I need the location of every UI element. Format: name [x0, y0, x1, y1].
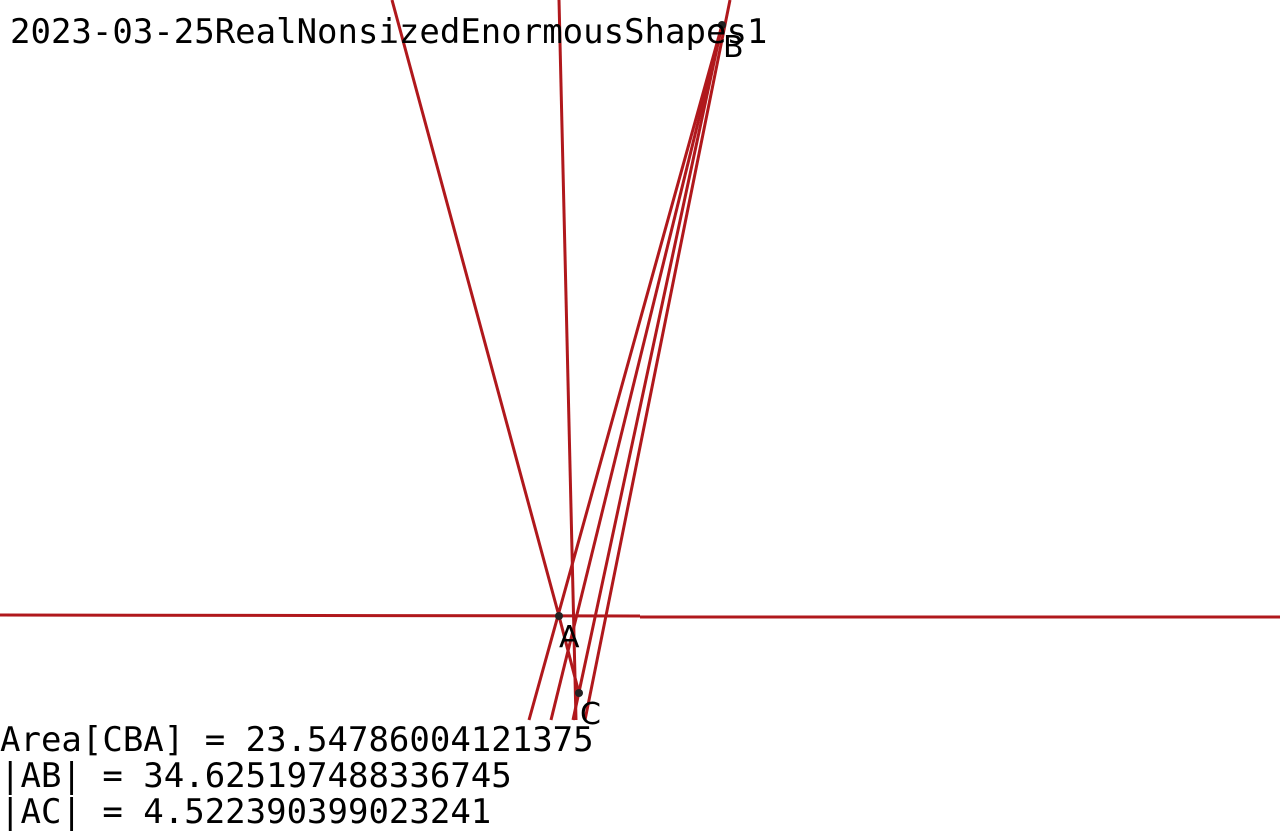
area-measurement: Area[CBA] = 23.54786004121375 [0, 720, 594, 760]
page-title: 2023-03-25RealNonsizedEnormousShapes1 [10, 12, 768, 52]
ab-length-measurement: |AB| = 34.625197488336745 [0, 756, 512, 796]
point-label-a: A [559, 620, 580, 655]
point-c[interactable] [575, 689, 583, 697]
line-from-b-3[interactable] [571, 24, 724, 721]
line-from-b-4[interactable] [583, 0, 732, 721]
line-from-b-2[interactable] [549, 24, 724, 721]
point-a[interactable] [555, 612, 563, 620]
point-b[interactable] [718, 21, 726, 29]
point-label-b: B [723, 30, 744, 65]
line-through-a-left[interactable] [390, 0, 561, 617]
horizontal-line[interactable] [0, 613, 641, 618]
line-from-b-1[interactable] [527, 24, 724, 721]
line-near-vertical[interactable] [557, 0, 578, 721]
point-label-c: C [580, 697, 601, 732]
ac-length-measurement: |AC| = 4.522390399023241 [0, 792, 492, 832]
segment-ac[interactable] [557, 615, 581, 694]
